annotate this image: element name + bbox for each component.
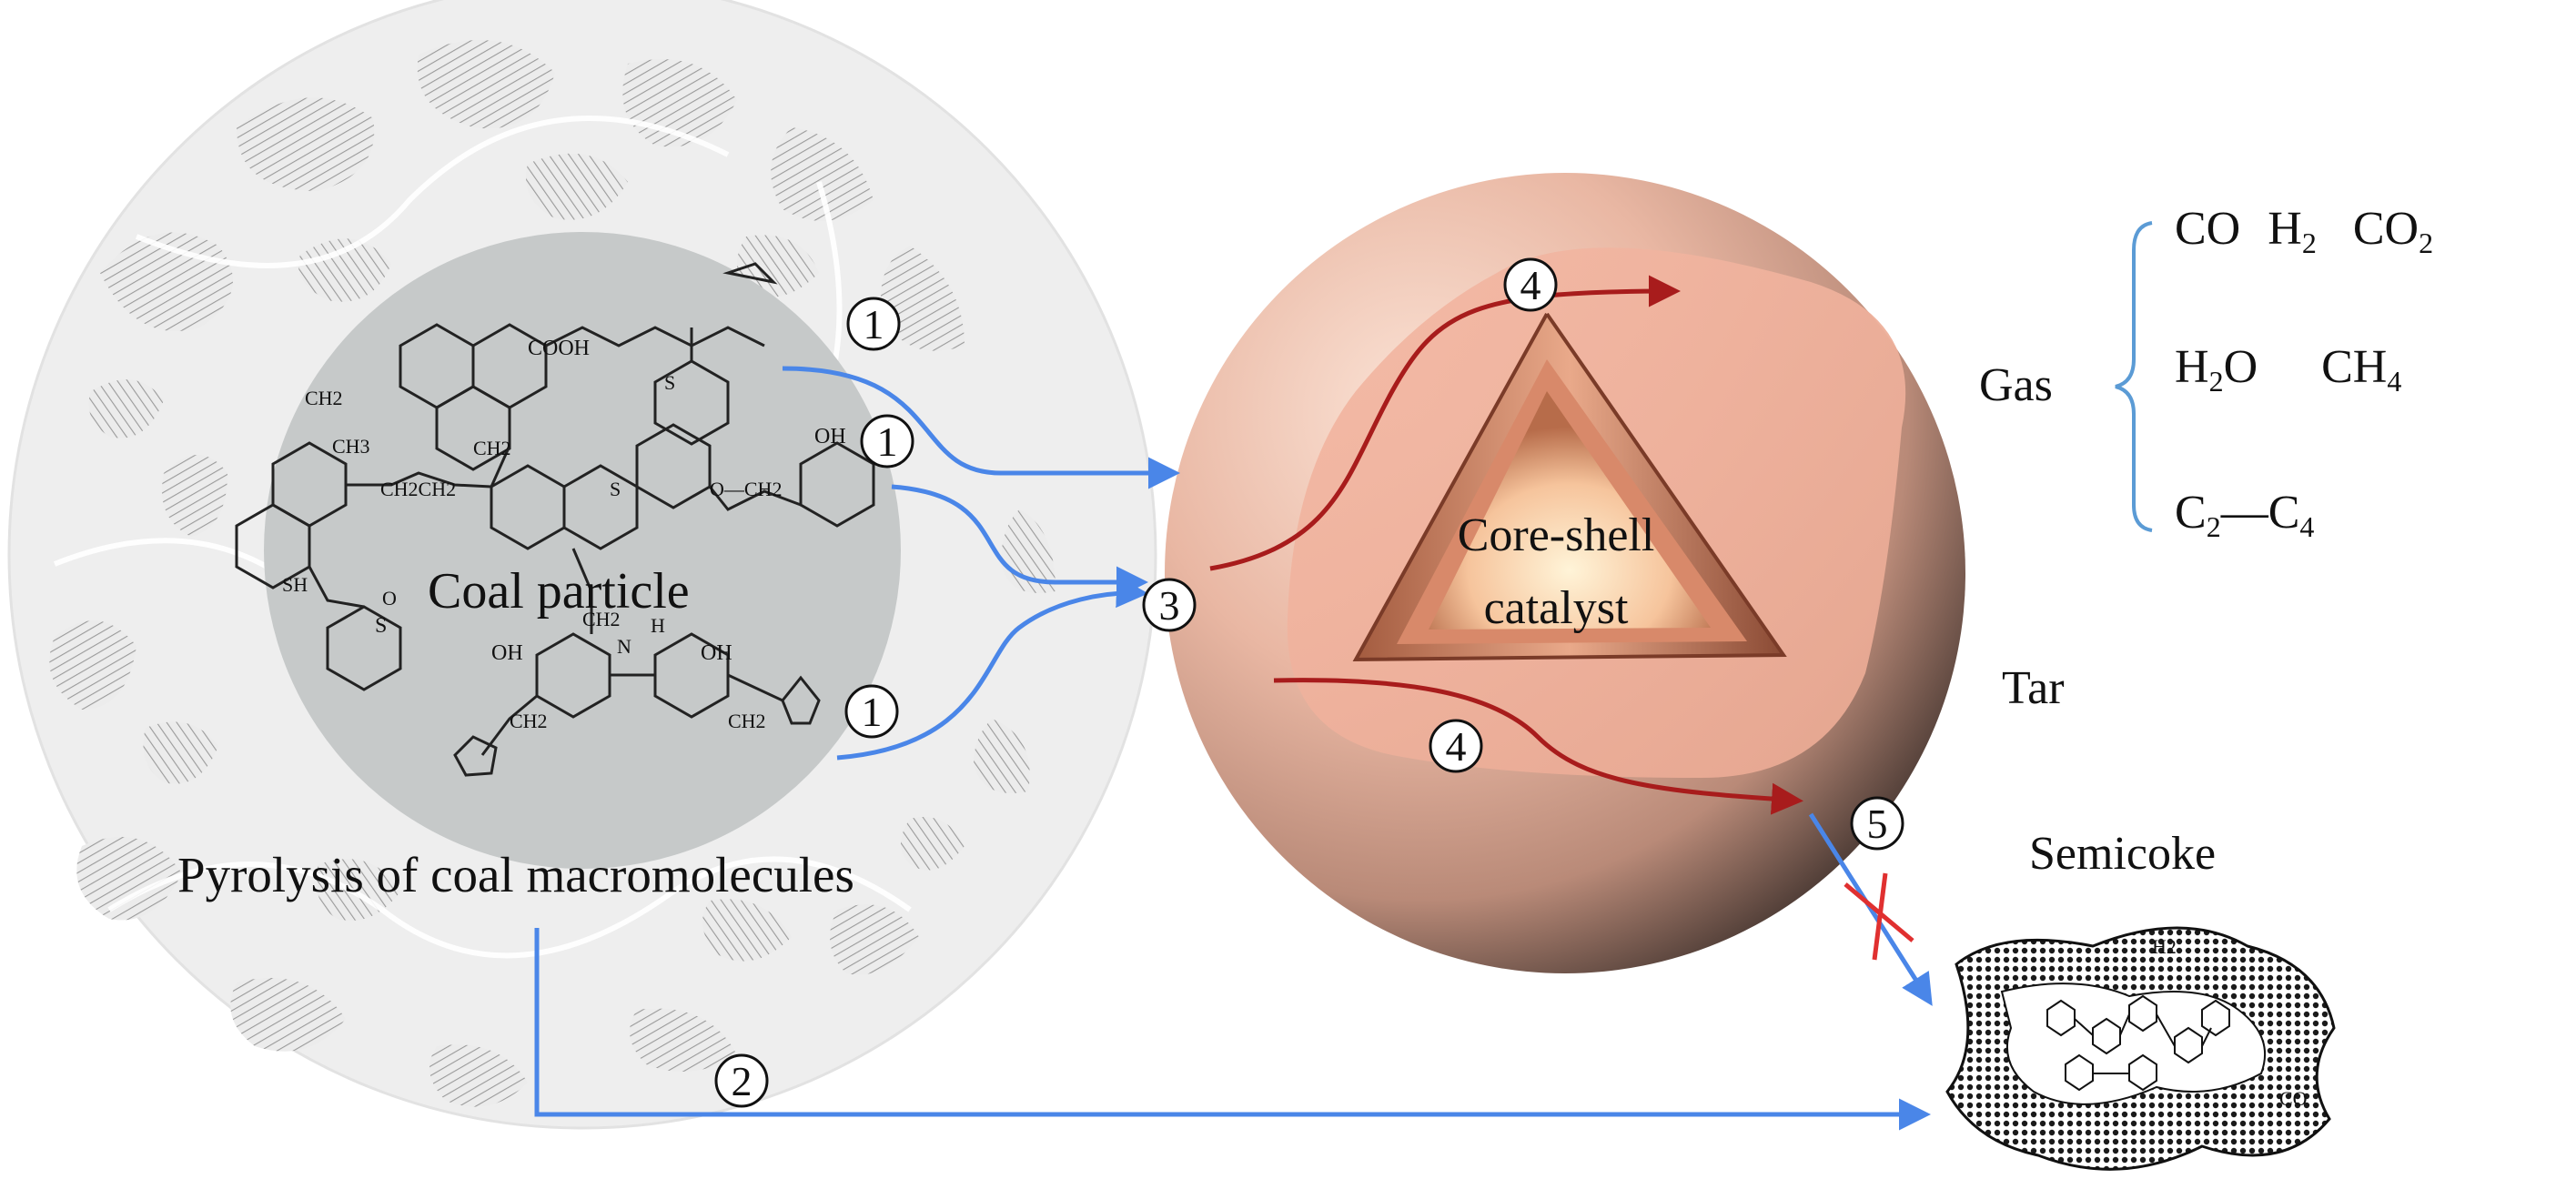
mol-ch2-c: CH2 <box>582 608 621 630</box>
mol-s-c: S <box>610 478 621 500</box>
mol-ch2-e: CH2 <box>728 710 766 732</box>
svg-text:1: 1 <box>862 689 883 735</box>
step-markers: 1 1 1 2 3 4 4 5 <box>714 257 1904 1108</box>
coal-macromolecule-structure <box>235 262 875 777</box>
step-marker-1-bottom: 1 <box>844 684 899 739</box>
svg-text:4: 4 <box>1520 262 1541 308</box>
svg-text:5: 5 <box>1867 801 1888 847</box>
mol-o: O <box>382 587 397 610</box>
step-marker-4-bottom: 4 <box>1429 719 1483 773</box>
mol-ch2-d: CH2 <box>510 710 548 732</box>
arrow-step1-middle <box>891 484 1148 599</box>
molecule-labels: COOH CH2 CH3 CH2CH2 CH2 SH OH O—CH2 OH O… <box>282 337 846 732</box>
semicoke-co-label: CO <box>2279 1087 2308 1110</box>
semicoke-structure: H2 CO <box>1945 926 2336 1171</box>
mol-oh-b: OH <box>491 641 523 665</box>
arrow-step2 <box>534 928 1931 1131</box>
step-marker-1-middle: 1 <box>860 414 914 469</box>
pyrolysis-label: Pyrolysis of coal macromolecules <box>177 847 854 902</box>
core-shell-catalyst <box>1165 173 1965 973</box>
arrow-step1-top <box>782 366 1180 489</box>
arrow-step1-bottom <box>836 576 1148 761</box>
gas-bracket <box>2115 221 2153 532</box>
semicoke-h2-label: H2 <box>2152 935 2177 958</box>
mol-ch2ch2: CH2CH2 <box>380 478 456 500</box>
step-marker-5: 5 <box>1850 796 1904 851</box>
catalyst-label-line2: catalyst <box>1484 582 1629 634</box>
mol-ch3: CH3 <box>332 435 370 458</box>
svg-text:1: 1 <box>877 418 898 465</box>
mol-h: H <box>651 614 665 637</box>
mol-oh-c: OH <box>701 641 732 665</box>
svg-text:4: 4 <box>1446 723 1467 770</box>
step-marker-3: 3 <box>1142 578 1197 632</box>
mol-o-ch2: O—CH2 <box>710 478 782 500</box>
mol-sh: SH <box>282 573 308 596</box>
mol-s-b: S <box>664 371 675 394</box>
mol-ch2-a: CH2 <box>305 387 343 409</box>
step-marker-1-top: 1 <box>846 297 901 351</box>
tar-label: Tar <box>2002 662 2065 714</box>
svg-text:3: 3 <box>1159 582 1180 629</box>
mol-ch2-b: CH2 <box>473 437 511 459</box>
svg-text:1: 1 <box>864 301 884 348</box>
step-marker-2: 2 <box>714 1053 769 1108</box>
mol-cooh: COOH <box>528 337 590 360</box>
gas-formula-row3: C2—C4 <box>2175 487 2314 543</box>
catalyst-label-line1: Core-shell <box>1458 509 1655 561</box>
step-marker-4-top: 4 <box>1503 257 1558 312</box>
mol-n: N <box>617 635 631 658</box>
semicoke-label: Semicoke <box>2029 828 2216 880</box>
arrow-step4-bottom <box>1273 678 1803 815</box>
coal-particle-label: Coal particle <box>428 563 690 620</box>
gas-label: Gas <box>1979 359 2053 411</box>
blocked-cross-mark <box>1844 872 1914 961</box>
mol-oh-a: OH <box>814 425 846 448</box>
coal-particle-core <box>264 232 901 869</box>
mol-s-a: S <box>375 614 387 638</box>
svg-text:2: 2 <box>732 1058 753 1104</box>
